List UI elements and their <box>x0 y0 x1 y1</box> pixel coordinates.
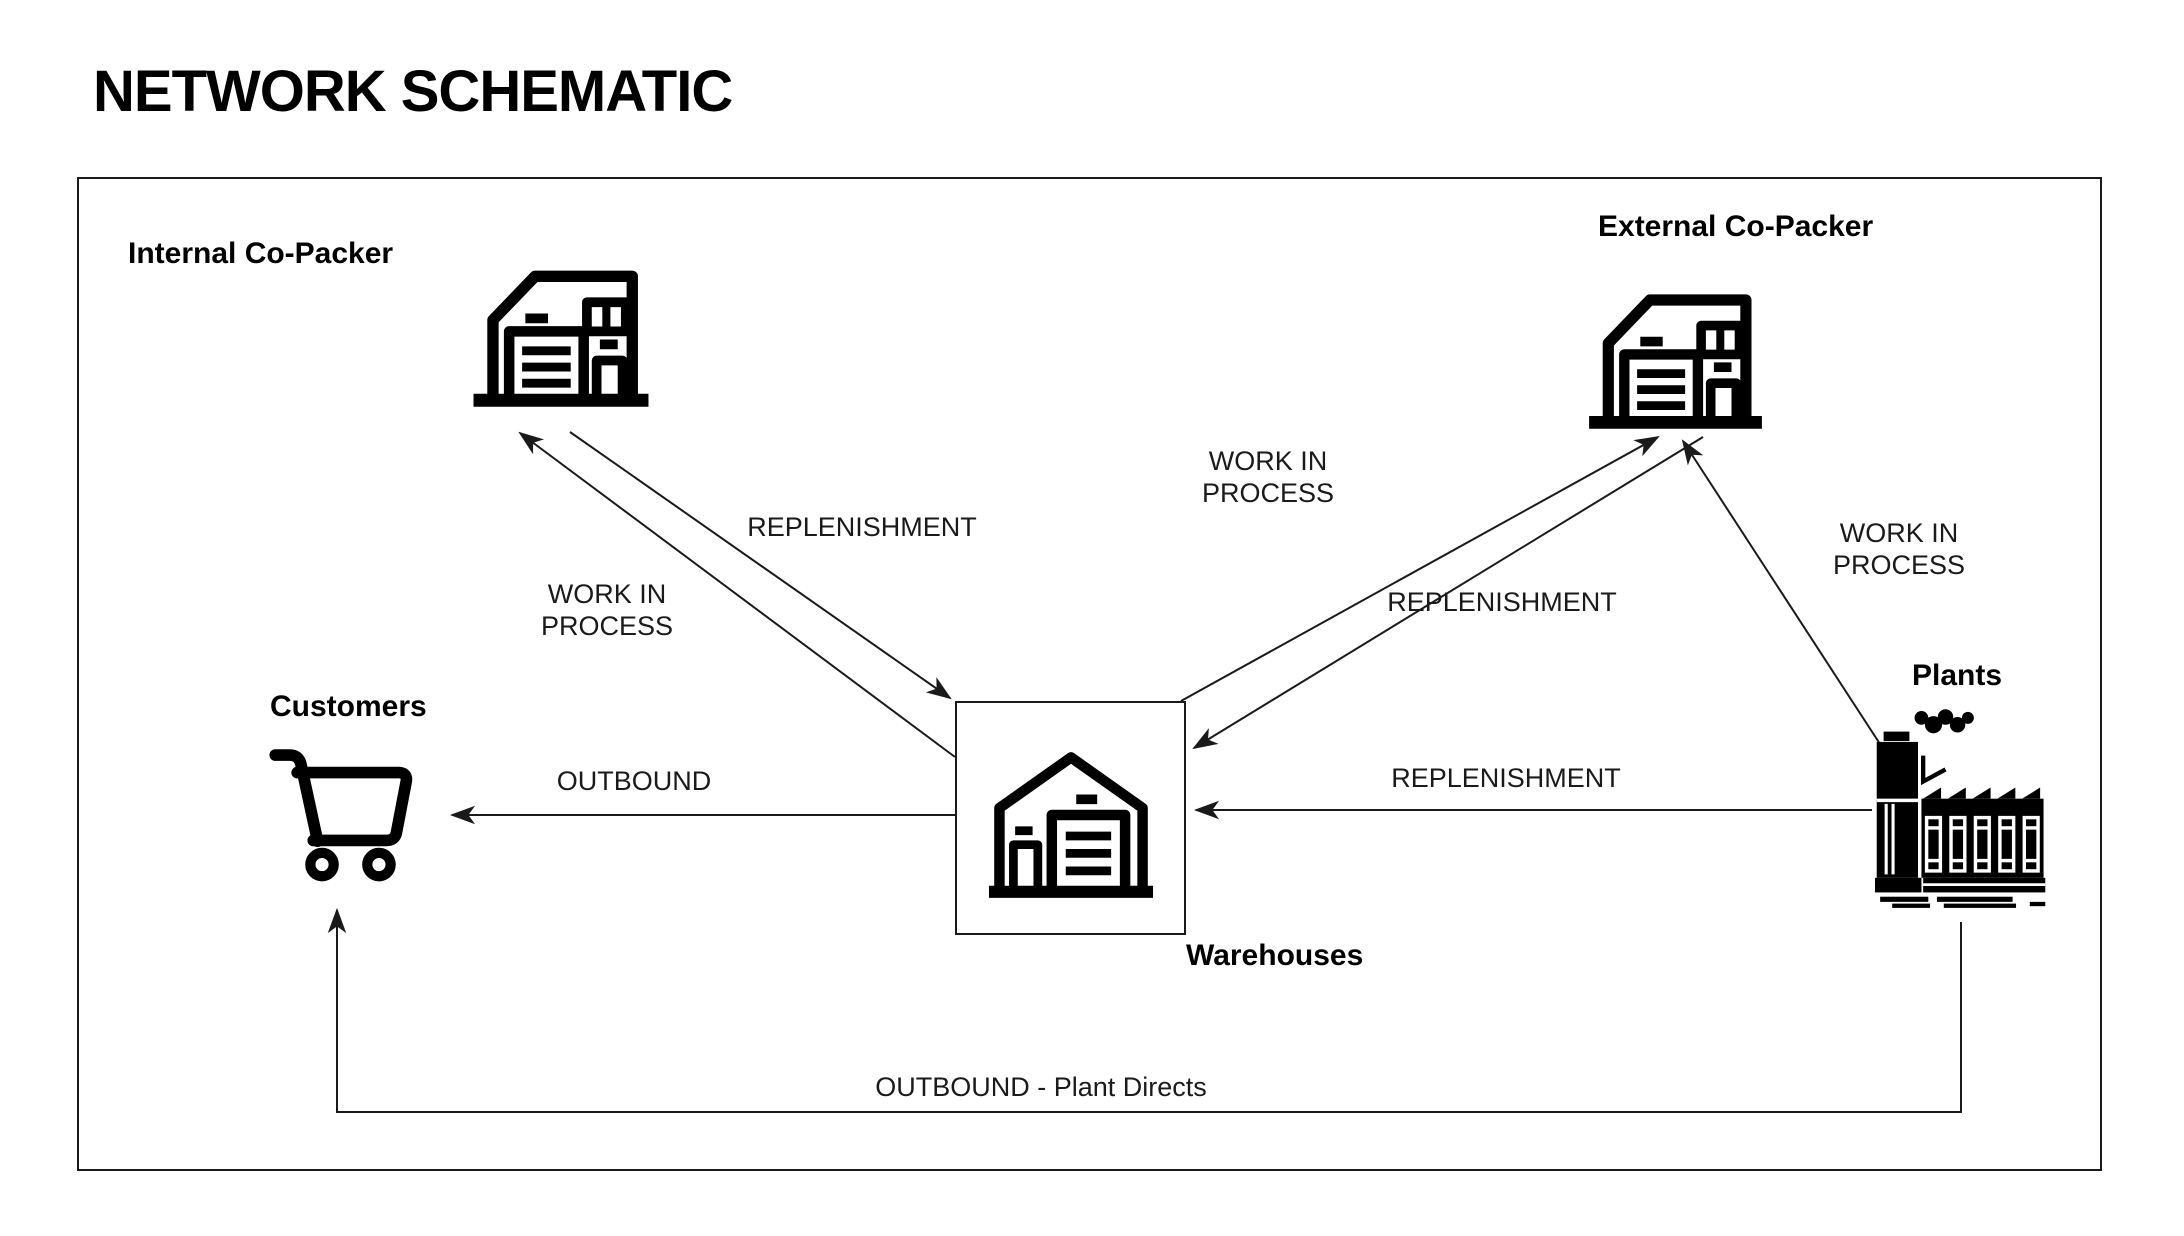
warehouses-box <box>955 701 1186 935</box>
diagram-frame <box>77 177 2102 1171</box>
edge-work-in-process-internal <box>518 431 956 758</box>
plants-label: Plants <box>1912 659 2003 692</box>
outbound-label: OUTBOUND <box>556 766 712 796</box>
external-copacker-label: External Co-Packer <box>1598 210 1874 243</box>
edge-work-in-process-external <box>1180 435 1660 702</box>
page-title: NETWORK SCHEMATIC <box>93 59 733 124</box>
replenishment-plants-label: REPLENISHMENT <box>1391 763 1621 793</box>
external-copacker-warehouse-icon <box>1589 294 1762 429</box>
customers-label: Customers <box>270 690 427 723</box>
warehouse-house-icon <box>988 751 1153 898</box>
shopping-cart-icon <box>269 749 413 882</box>
warehouses-label: Warehouses <box>1186 939 1364 972</box>
replenishment-external-label: REPLENISHMENT <box>1387 587 1617 617</box>
outbound-plant-directs-label: OUTBOUND - Plant Directs <box>875 1072 1207 1102</box>
edge-replenishment-external <box>1192 436 1704 750</box>
work-in-process-plants-label: WORK IN PROCESS <box>1832 518 1966 580</box>
internal-copacker-warehouse-icon <box>473 270 649 407</box>
internal-copacker-label: Internal Co-Packer <box>128 237 394 270</box>
work-in-process-internal-label: WORK IN PROCESS <box>540 579 674 641</box>
work-in-process-external-label: WORK IN PROCESS <box>1201 446 1335 508</box>
edge-replenishment-internal <box>569 431 952 700</box>
factory-icon <box>1875 709 2046 908</box>
edge-work-in-process-plants <box>1681 439 1881 745</box>
replenishment-internal-label: REPLENISHMENT <box>747 512 977 542</box>
edge-outbound-plant-directs <box>327 907 1962 1113</box>
